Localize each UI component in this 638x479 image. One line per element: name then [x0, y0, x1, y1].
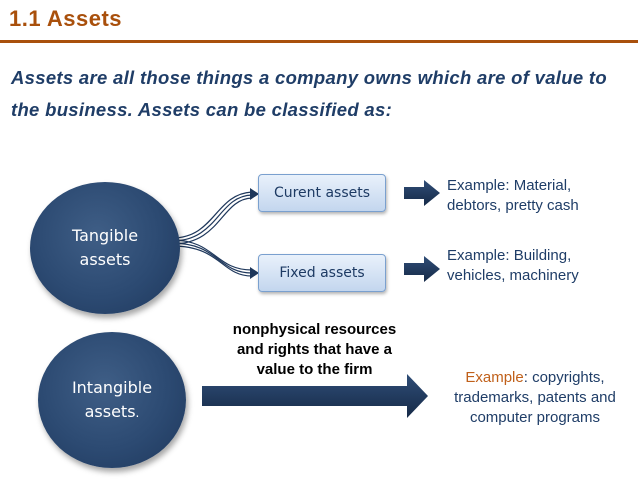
example-prefix: Example — [465, 369, 524, 386]
arrow-to-fixed-example — [404, 256, 440, 282]
tangible-label-line2: assets — [79, 250, 131, 269]
intro-text: Assets are all those things a company ow… — [11, 67, 607, 120]
intangible-example-line2: trademarks, patents and — [454, 389, 616, 406]
fixed-assets-box: Fixed assets — [258, 254, 386, 292]
tangible-assets-circle: Tangible assets — [30, 182, 180, 314]
arrowhead-current — [250, 188, 259, 200]
intangible-example-line3: computer programs — [469, 409, 601, 426]
tangible-label-line1: Tangible — [71, 226, 139, 245]
title-divider — [0, 40, 638, 43]
intangible-example-line1: Example: copyrights, — [432, 368, 638, 388]
intangible-example: Example: copyrights, trademarks, patents… — [432, 368, 638, 428]
arrow-to-current-example — [404, 180, 440, 206]
current-assets-example: Example: Material, debtors, pretty cash — [447, 176, 579, 216]
intangible-label-period: . — [135, 405, 140, 420]
current-example-line2: debtors, pretty cash — [447, 197, 579, 214]
fixed-example-line2: vehicles, machinery — [447, 267, 579, 284]
intangible-label-line2-wrap: assets. — [72, 400, 152, 425]
description-line3: value to the firm — [256, 361, 373, 378]
current-assets-box: Curent assets — [258, 174, 386, 212]
intangible-assets-circle: Intangible assets. — [38, 332, 186, 468]
intangible-description: nonphysical resources and rights that ha… — [212, 320, 417, 380]
description-line1: nonphysical resources — [232, 321, 397, 338]
fixed-example-line1: Example: Building, — [447, 247, 572, 264]
slide-title: 1.1 Assets — [9, 6, 123, 31]
intangible-label-line1: Intangible — [71, 377, 153, 397]
current-example-line1: Example: Material, — [447, 177, 572, 194]
description-line2: and rights that have a — [236, 341, 393, 358]
fixed-assets-example: Example: Building, vehicles, machinery — [447, 246, 579, 286]
branch-connector — [171, 191, 253, 277]
intangible-label-line2: assets — [84, 401, 136, 421]
arrowhead-fixed — [250, 267, 259, 279]
example-line1-rest: : copyrights, — [523, 369, 605, 386]
arrow-intangible-long — [202, 374, 428, 418]
